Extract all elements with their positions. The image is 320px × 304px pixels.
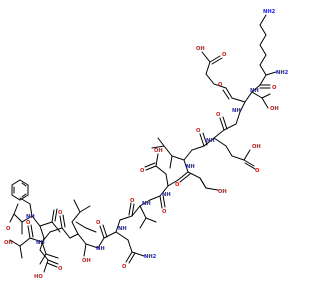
label-asn-side-o: O: [122, 264, 127, 270]
label-ile-o: O: [196, 128, 201, 134]
label-ile-nh: NH: [206, 138, 215, 144]
label-thr-nh: NH: [250, 88, 259, 94]
label-glu1-o: O: [222, 52, 227, 58]
label-asn-nh2: NH2: [144, 254, 157, 260]
label-asn-o: O: [96, 220, 101, 226]
label-val2-nh: NH: [36, 240, 45, 246]
label-lys-side-nh2: NH2: [263, 9, 276, 15]
label-lys-alpha-nh2: NH2: [276, 70, 289, 76]
label-val-nh: NH: [142, 201, 151, 207]
label-glu1-nh: NH: [232, 108, 241, 114]
label-sta-nh: NH: [96, 246, 105, 252]
label-ala-o: O: [26, 220, 31, 226]
label-thr-carbonyl-o: O: [218, 82, 223, 88]
label-glu4-o: O: [58, 266, 63, 272]
label-ser-o: O: [175, 182, 180, 188]
label-glu2-oh: OH: [252, 144, 261, 150]
label-phe-o: O: [6, 226, 11, 232]
peptide-skeletal-structure: NH2 NH2 O NH OH O OH O NH O OH O NH O OH…: [4, 9, 289, 280]
label-phe-oh: OH: [4, 240, 13, 246]
label-val2-o: O: [58, 210, 63, 216]
label-glu1-oh: OH: [196, 46, 205, 52]
label-glu2-o: O: [216, 112, 221, 118]
label-phe-nh: NH: [26, 214, 35, 220]
label-ser-nh: NH: [186, 164, 195, 170]
label-sta-oh: OH: [82, 258, 91, 264]
label-val-o: O: [130, 198, 135, 204]
label-lys-carbonyl-o: O: [272, 85, 277, 91]
label-glu3-nh: NH: [162, 192, 171, 198]
label-asn-nh: NH: [118, 226, 127, 232]
label-glu4-ho: HO: [34, 274, 43, 280]
label-glu3-oh: OH: [154, 148, 163, 154]
label-glu2-side-o: O: [255, 168, 260, 174]
label-ser-oh: OH: [218, 189, 227, 195]
atom-labels: NH2 NH2 O NH OH O OH O NH O OH O NH O OH…: [4, 9, 289, 280]
label-glu3-o: O: [162, 209, 167, 215]
bond-lines: [9, 14, 277, 273]
molecule-structure-canvas: NH2 NH2 O NH OH O OH O NH O OH O NH O OH…: [4, 9, 289, 280]
label-glu3-side-o: O: [140, 168, 145, 174]
label-thr-oh: OH: [270, 106, 279, 112]
